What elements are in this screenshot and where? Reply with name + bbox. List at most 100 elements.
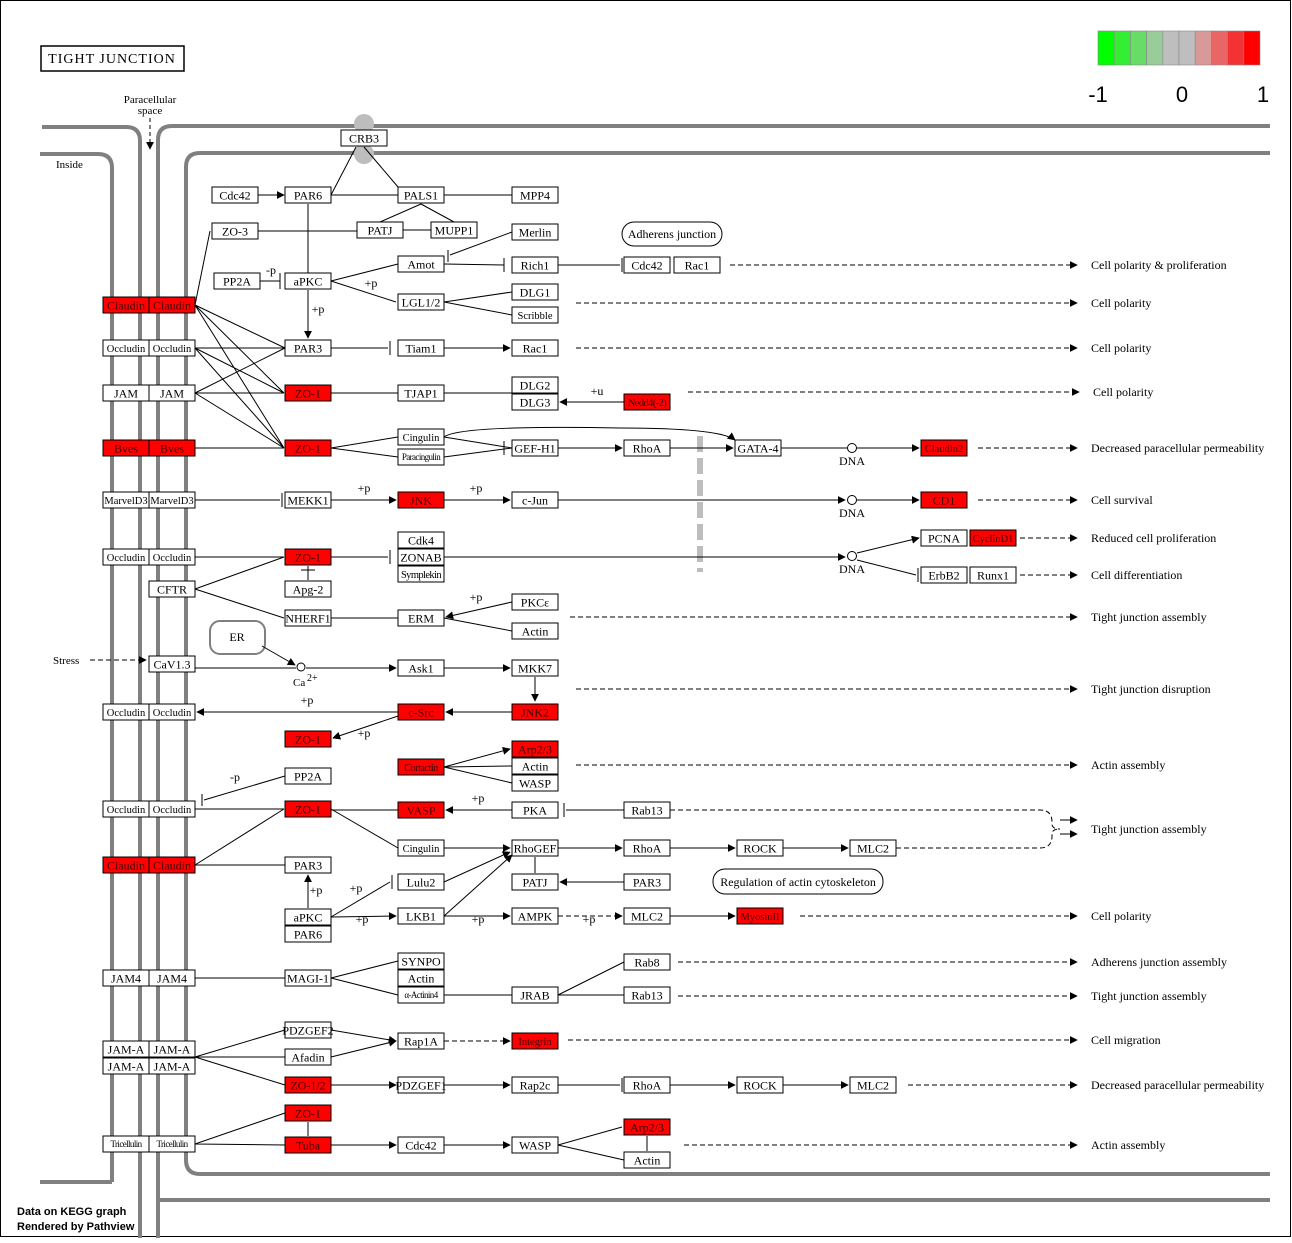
gene-box[interactable] [397, 873, 445, 891]
gene-node[interactable]: ZO-1/2 [284, 1076, 332, 1094]
gene-box[interactable] [211, 186, 259, 204]
gene-node[interactable]: JAM [148, 384, 196, 402]
gene-node[interactable]: ROCK [736, 839, 784, 857]
gene-box[interactable] [623, 439, 671, 457]
gene-node[interactable]: Actin [511, 622, 559, 640]
gene-node[interactable]: AMPK [511, 907, 559, 925]
gene-node[interactable]: JAM-A [148, 1040, 196, 1058]
gene-box[interactable] [511, 256, 559, 274]
gene-node[interactable]: Tricellulin [148, 1135, 196, 1153]
gene-box[interactable] [920, 566, 968, 584]
gene-box[interactable] [284, 925, 332, 943]
gene-box[interactable] [284, 491, 332, 509]
gene-node[interactable]: DLG1 [511, 283, 559, 301]
gene-box[interactable] [397, 1136, 445, 1154]
gene-node[interactable]: α-Actinin4 [397, 986, 445, 1004]
gene-box[interactable] [148, 655, 196, 673]
gene-node[interactable]: LGL1/2 [397, 293, 445, 311]
gene-node[interactable]: Cdc42 [623, 256, 671, 274]
gene-box[interactable] [148, 703, 196, 721]
gene-node[interactable]: Runx1 [969, 566, 1017, 584]
gene-box[interactable] [511, 1032, 559, 1050]
gene-node[interactable]: PALS1 [397, 186, 445, 204]
gene-node[interactable]: RhoGEF [511, 839, 559, 857]
gene-box[interactable] [736, 839, 784, 857]
gene-box[interactable] [511, 306, 559, 324]
gene-node[interactable]: PAR6 [284, 925, 332, 943]
gene-box[interactable] [511, 1076, 559, 1094]
gene-node[interactable]: MLC2 [623, 907, 671, 925]
gene-node[interactable]: PCNA [920, 529, 968, 547]
gene-node[interactable]: GEF-H1 [511, 439, 559, 457]
gene-box[interactable] [511, 907, 559, 925]
gene-box[interactable] [623, 1076, 671, 1094]
gene-node[interactable]: CaV1.3 [148, 655, 196, 673]
gene-node[interactable]: Occludin [102, 800, 150, 818]
gene-box[interactable] [284, 1136, 332, 1154]
gene-box[interactable] [284, 1048, 332, 1066]
gene-box[interactable] [211, 222, 259, 240]
gene-box[interactable] [148, 296, 196, 314]
gene-box[interactable] [284, 730, 332, 748]
gene-box[interactable] [511, 622, 559, 640]
gene-box[interactable] [148, 580, 196, 598]
gene-box[interactable] [623, 873, 671, 891]
gene-box[interactable] [623, 1118, 671, 1136]
gene-node[interactable]: Cingulin [397, 428, 445, 446]
gene-box[interactable] [397, 1032, 445, 1050]
gene-box[interactable] [623, 986, 671, 1004]
gene-node[interactable]: MPP4 [511, 186, 559, 204]
gene-node[interactable]: MKK7 [511, 659, 559, 677]
gene-box[interactable] [623, 801, 671, 819]
gene-node[interactable]: Actin [511, 757, 559, 775]
gene-box[interactable] [284, 580, 332, 598]
gene-node[interactable]: MEKK1 [284, 491, 332, 509]
regulation-actin-map-link[interactable] [712, 868, 884, 895]
gene-box[interactable] [511, 393, 559, 411]
gene-node[interactable]: ZO-1 [284, 1104, 332, 1122]
gene-box[interactable] [213, 272, 261, 290]
gene-box[interactable] [397, 609, 445, 627]
gene-box[interactable] [397, 969, 445, 987]
gene-node[interactable]: Tuba [284, 1136, 332, 1154]
gene-box[interactable] [920, 491, 968, 509]
gene-node[interactable]: Occludin [148, 703, 196, 721]
gene-box[interactable] [397, 491, 445, 509]
gene-box[interactable] [511, 439, 559, 457]
gene-box[interactable] [397, 758, 445, 776]
gene-node[interactable]: LKB1 [397, 907, 445, 925]
gene-node[interactable]: SYNPO [397, 952, 445, 970]
gene-box[interactable] [148, 1040, 196, 1058]
gene-node[interactable]: PAR3 [284, 339, 332, 357]
gene-node[interactable]: JAM-A [148, 1057, 196, 1075]
gene-node[interactable]: ErbB2 [920, 566, 968, 584]
gene-box[interactable] [148, 856, 196, 874]
gene-node[interactable]: MAGI-1 [284, 969, 332, 987]
gene-node[interactable]: ROCK [736, 1076, 784, 1094]
gene-node[interactable]: JAM-A [102, 1057, 150, 1075]
gene-node[interactable]: ZO-3 [211, 222, 259, 240]
gene-box[interactable] [397, 428, 445, 446]
gene-node[interactable]: ZO-1 [284, 384, 332, 402]
gene-node[interactable]: Nedd4(-2) [623, 393, 671, 411]
gene-box[interactable] [511, 339, 559, 357]
gene-node[interactable]: c-Jun [511, 491, 559, 509]
gene-box[interactable] [511, 801, 559, 819]
gene-box[interactable] [969, 529, 1017, 547]
gene-node[interactable]: PATJ [511, 873, 559, 891]
gene-node[interactable]: Cdc42 [211, 186, 259, 204]
gene-node[interactable]: NHERF1 [284, 609, 332, 627]
gene-box[interactable] [148, 1057, 196, 1075]
gene-box[interactable] [397, 531, 445, 549]
gene-box[interactable] [430, 221, 478, 239]
gene-box[interactable] [148, 548, 196, 566]
gene-box[interactable] [511, 757, 559, 775]
gene-node[interactable]: ZO-1 [284, 800, 332, 818]
gene-box[interactable] [397, 448, 445, 466]
gene-node[interactable]: Rac1 [673, 256, 721, 274]
gene-node[interactable]: RhoA [623, 439, 671, 457]
gene-node[interactable]: Cingulin [397, 839, 445, 857]
gene-box[interactable] [397, 1076, 445, 1094]
gene-box[interactable] [397, 952, 445, 970]
gene-box[interactable] [148, 1135, 196, 1153]
